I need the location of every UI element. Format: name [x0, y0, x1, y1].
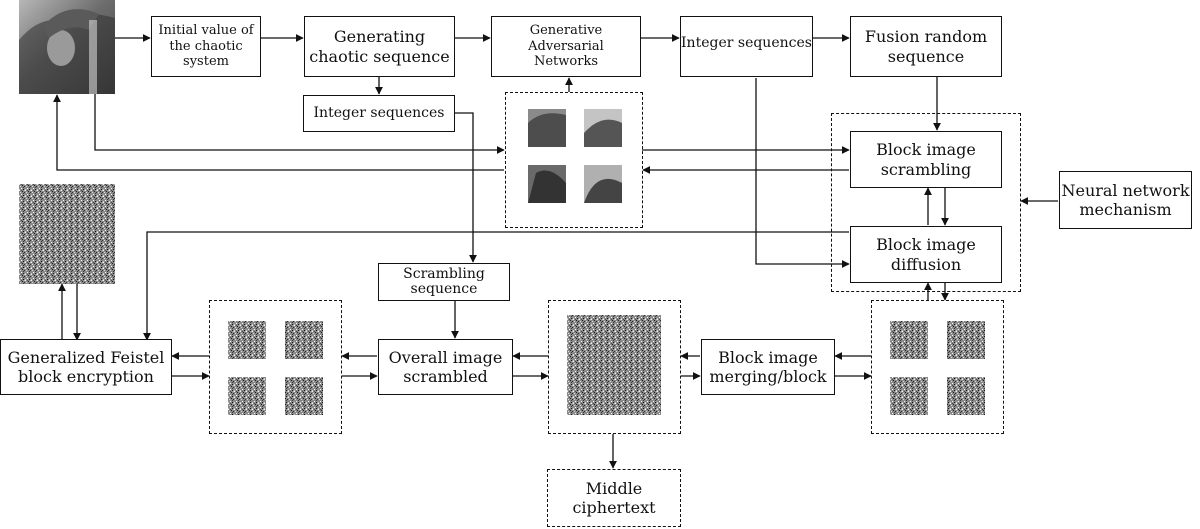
middle-ciphertext-node: Middle ciphertext — [547, 469, 681, 527]
block-image-scrambling-node: Block image scrambling — [850, 131, 1002, 188]
integer-sequences-mid-node: Integer sequences — [303, 95, 455, 132]
scrambling-sequence-node: Scrambling sequence — [378, 263, 510, 301]
neural-network-mechanism-node: Neural network mechanism — [1059, 171, 1192, 229]
block-image-diffusion-node: Block image diffusion — [850, 226, 1002, 283]
noise-image-blocks-right — [871, 300, 1004, 434]
lena-photo-art — [19, 0, 115, 95]
block-processing-group — [831, 113, 1021, 292]
cipher-image-group — [548, 300, 681, 434]
integer-sequences-top-node: Integer sequences — [680, 16, 813, 77]
initial-value-node: Initial value of the chaotic system — [151, 16, 261, 77]
noise-image-blocks-left — [209, 300, 342, 434]
block-image-merging-node: Block image merging/block — [701, 339, 835, 395]
overall-image-scrambled-node: Overall image scrambled — [378, 339, 513, 395]
lena-photo — [19, 0, 115, 95]
lena-image-blocks — [505, 92, 643, 228]
generalized-feistel-node: Generalized Feistel block encryption — [0, 339, 172, 395]
generating-chaotic-sequence-node: Generating chaotic sequence — [304, 16, 455, 77]
gan-node: Generative Adversarial Networks — [491, 16, 641, 77]
noise-cipher-image — [19, 184, 115, 284]
fusion-random-sequence-node: Fusion random sequence — [850, 16, 1002, 77]
